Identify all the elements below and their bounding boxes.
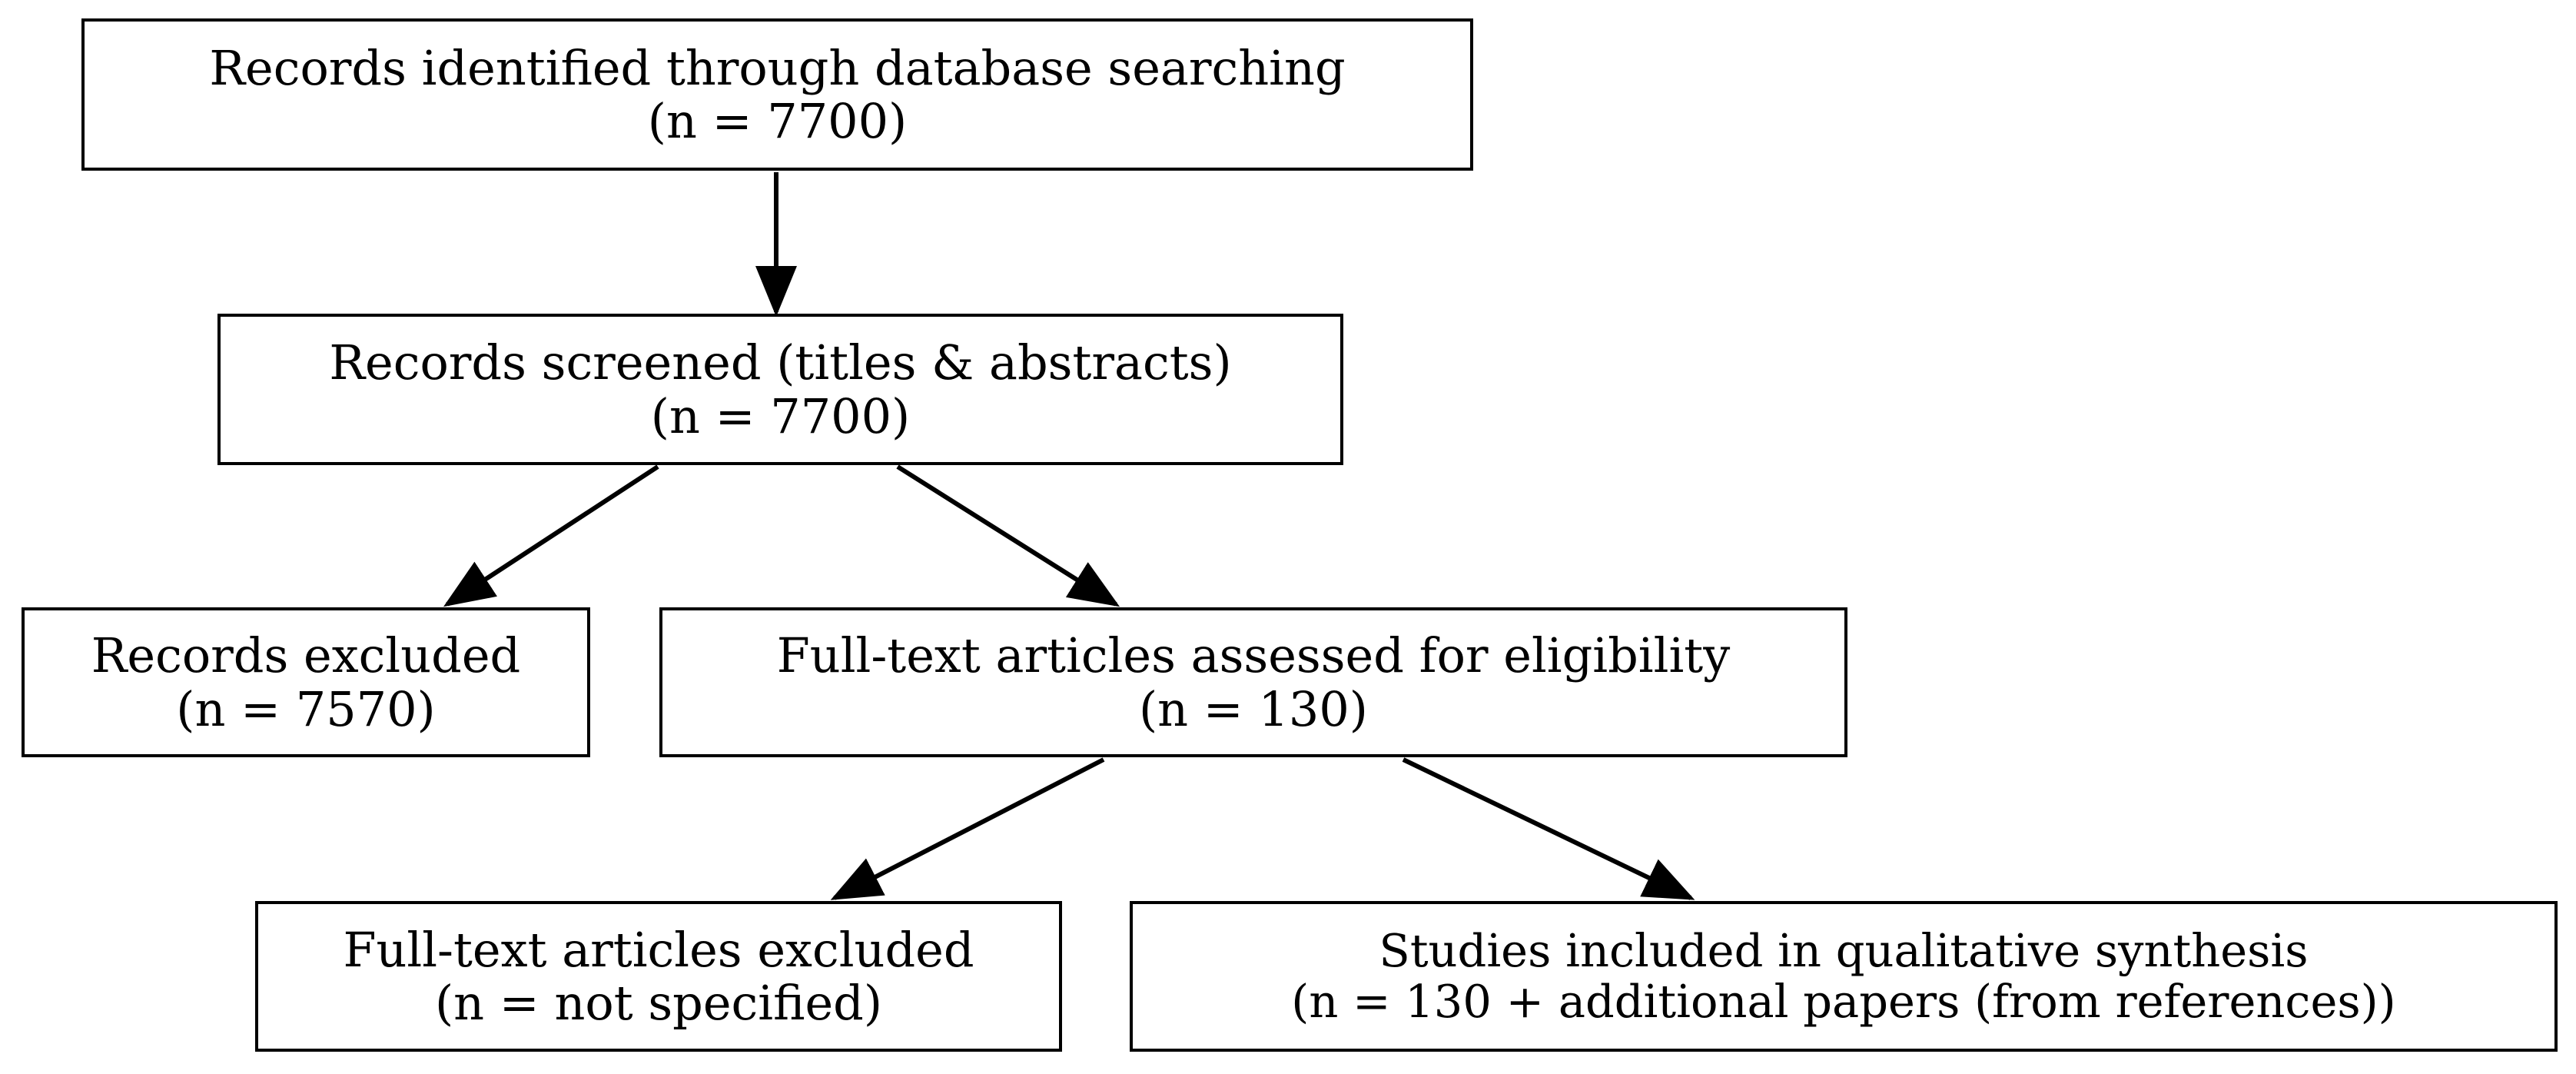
node-records-screened: Records screened (titles & abstracts) (n…: [217, 314, 1343, 465]
node-records-excluded: Records excluded (n = 7570): [22, 607, 590, 757]
node-full-text-excluded-line1: Full-text articles excluded: [343, 921, 974, 978]
node-records-identified: Records identified through database sear…: [81, 18, 1473, 171]
node-studies-included-line1: Studies included in qualitative synthesi…: [1379, 923, 2309, 977]
node-full-text-excluded: Full-text articles excluded (n = not spe…: [255, 901, 1062, 1052]
node-full-text-assessed: Full-text articles assessed for eligibil…: [659, 607, 1847, 757]
node-records-screened-count: (n = 7700): [650, 387, 911, 444]
node-studies-included-count: (n = 130 + additional papers (from refer…: [1291, 975, 2396, 1028]
node-records-excluded-line1: Records excluded: [91, 627, 521, 684]
node-full-text-excluded-count: (n = not specified): [434, 975, 883, 1031]
node-records-identified-count: (n = 7700): [647, 93, 908, 149]
edge-screened-to-records-excluded: [443, 464, 659, 607]
edge-screened-to-fulltext-assessed: [896, 464, 1120, 607]
node-records-identified-line1: Records identified through database sear…: [209, 39, 1346, 96]
node-records-excluded-count: (n = 7570): [176, 680, 436, 737]
edge-fulltext-to-included: [1402, 757, 1695, 900]
node-records-screened-line1: Records screened (titles & abstracts): [329, 334, 1232, 391]
node-full-text-assessed-line1: Full-text articles assessed for eligibil…: [776, 627, 1731, 684]
edge-fulltext-to-fulltext-excluded: [830, 757, 1105, 900]
node-full-text-assessed-count: (n = 130): [1138, 680, 1368, 737]
node-studies-included: Studies included in qualitative synthesi…: [1130, 901, 2558, 1052]
